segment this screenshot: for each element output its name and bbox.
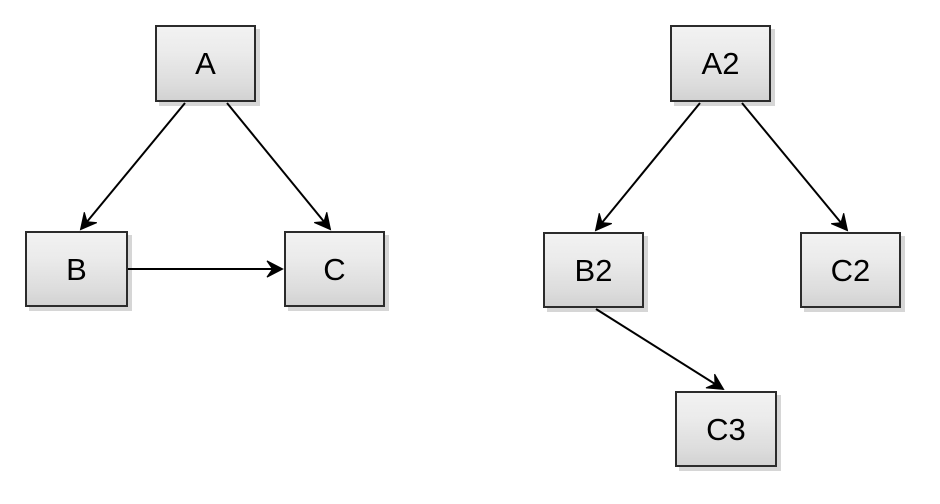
node-b2[interactable]: B2 [543,232,644,308]
edge-a2-c2[interactable] [741,102,849,232]
node-label-b2: B2 [574,252,613,288]
node-c[interactable]: C [284,231,385,307]
node-b[interactable]: B [25,231,128,307]
node-label-a2: A2 [701,46,740,81]
edge-a-c[interactable] [226,102,332,231]
node-a[interactable]: A [155,25,256,102]
node-label-a: A [195,46,216,81]
node-label-b: B [66,251,87,287]
edges-group [79,102,849,391]
node-c3[interactable]: C3 [675,391,777,467]
node-a2[interactable]: A2 [670,25,771,102]
node-label-c2: C2 [830,252,871,288]
node-label-c: C [323,251,346,287]
edge-b2-c3[interactable] [595,308,725,391]
edge-a2-b2[interactable] [594,102,701,232]
edge-a-b[interactable] [79,102,186,231]
node-c2[interactable]: C2 [800,232,901,308]
node-label-c3: C3 [706,411,746,447]
